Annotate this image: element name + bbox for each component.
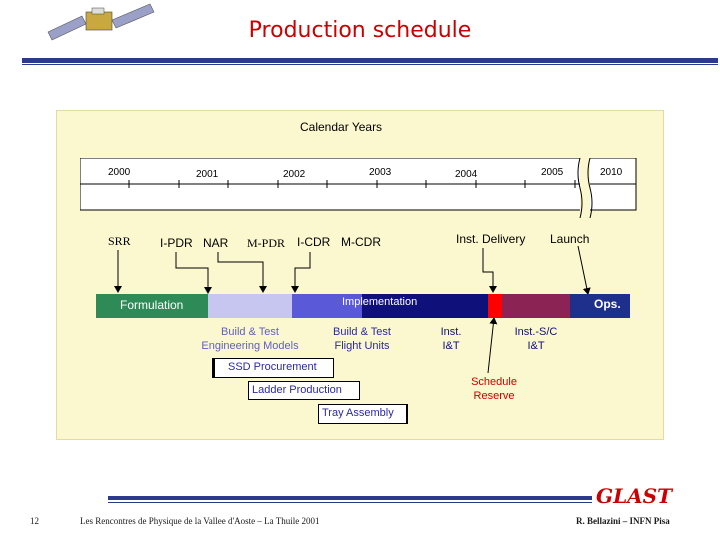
year-2002: 2002 [283,169,306,180]
milestone-launch: Launch [550,232,590,246]
milestone-nar: NAR [203,236,229,250]
timeline-axis [80,158,637,218]
task-ladder-production [248,381,360,400]
schedule-reserve-line2: Reserve [473,390,515,402]
year-2000: 2000 [108,167,131,178]
milestone-ipdr: I-PDR [160,236,193,250]
schedule-reserve-line1: Schedule [471,376,517,388]
phase-ops-label: Ops. [594,297,621,311]
milestone-inst-delivery: Inst. Delivery [456,232,526,246]
phase-reserve-bar [488,294,502,318]
milestone-icdr: I-CDR [297,235,331,249]
milestone-mcdr: M-CDR [341,235,381,249]
satellite-logo [46,2,156,44]
calendar-years-label: Calendar Years [300,120,383,134]
task-ladder-label: Ladder Production [252,384,342,396]
build-test-eng-line1: Build & Test [221,326,279,338]
phase-inst-sc-bar [502,294,570,318]
build-test-flight-line2: Flight Units [334,340,390,352]
inst-sc-it-label: Inst.-S/C I&T [500,325,572,353]
phase-ops-bar [570,294,630,318]
footer-divider-thin [108,502,592,503]
phase-build-eng-bar [208,294,292,318]
glast-logo: GLAST [596,484,672,508]
year-2001: 2001 [196,169,219,180]
phase-formulation-label: Formulation [120,298,184,312]
build-test-eng-line2: Engineering Models [201,340,299,352]
conference-name: Les Rencontres de Physique de la Vallee … [80,516,320,526]
satellite-icon [47,3,155,41]
header-divider-thin [22,64,718,65]
inst-sc-line2: I&T [527,340,545,352]
phase-build-flight-bar [292,294,362,318]
build-test-flight-label: Build & Test Flight Units [312,325,412,353]
task-ssd-procurement [212,358,334,378]
author-credit: R. Bellazini – INFN Pisa [576,516,670,526]
build-test-engineering-label: Build & Test Engineering Models [190,325,310,353]
year-2004: 2004 [455,169,478,180]
year-2003: 2003 [369,167,392,178]
phase-implementation-label: Implementation [342,296,418,308]
inst-sc-line1: Inst.-S/C [514,326,558,338]
task-tray-assembly [318,404,408,424]
schedule-reserve-label: Schedule Reserve [458,375,530,403]
header-divider [22,58,718,63]
inst-it-line1: Inst. [440,326,462,338]
page-number: 12 [30,516,39,526]
inst-it-line2: I&T [442,340,460,352]
task-ssd-label: SSD Procurement [228,361,317,373]
phase-implementation-bar [362,294,488,318]
footer-divider [108,496,592,500]
milestone-mpdr: M-PDR [247,236,286,250]
page-title: Production schedule [248,18,472,43]
build-test-flight-line1: Build & Test [333,326,391,338]
year-2005: 2005 [541,167,564,178]
milestone-srr: SRR [108,234,131,248]
task-tray-label: Tray Assembly [322,407,394,419]
phase-formulation-bar [96,294,208,318]
year-2010: 2010 [600,167,623,178]
inst-it-label: Inst. I&T [426,325,476,353]
